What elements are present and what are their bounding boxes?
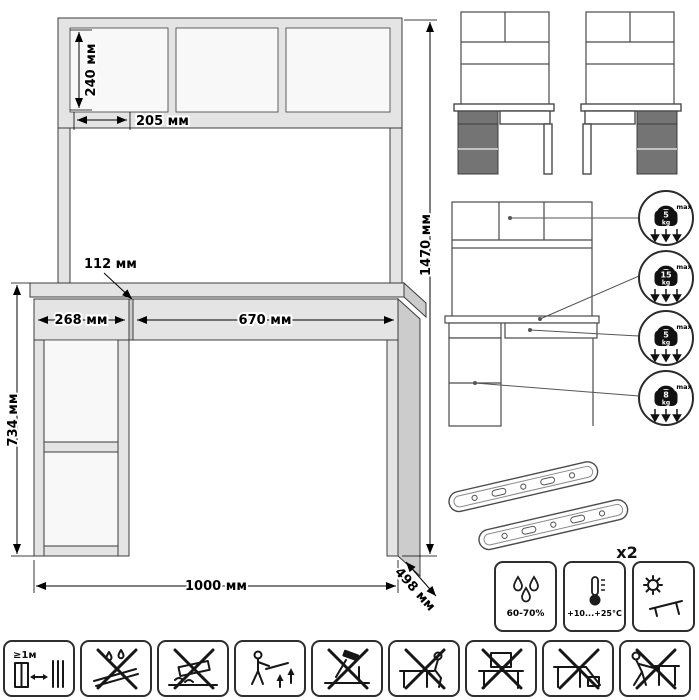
no-leaning-supports-icon bbox=[553, 648, 601, 689]
desk-depth-faces bbox=[397, 281, 427, 578]
variant-thumbnail-pedestal-right bbox=[580, 11, 682, 175]
svg-text:670 мм: 670 мм bbox=[239, 313, 292, 328]
down-arrows-icon bbox=[650, 289, 682, 303]
leader-lines bbox=[474, 217, 640, 397]
svg-text:max: max bbox=[676, 203, 692, 211]
right-leg-panel bbox=[386, 339, 399, 557]
no-pushing-loaded-icon bbox=[631, 648, 680, 689]
svg-text:15: 15 bbox=[660, 271, 672, 280]
dimension-overall-height: 1470 мм bbox=[402, 19, 437, 557]
svg-text:205 мм: 205 мм bbox=[136, 114, 189, 129]
load-limit-badge-shelf: 5 kg max bbox=[638, 190, 694, 246]
svg-text:kg: kg bbox=[662, 340, 670, 347]
keep-1m-from-heat-icon: ≥1м bbox=[13, 650, 64, 688]
no-dragging-icon bbox=[168, 648, 218, 689]
drawer-slides-illustration: x2 bbox=[448, 461, 638, 562]
temperature-condition-box: +10...+25°С bbox=[563, 561, 626, 632]
care-pictogram-no-hammering bbox=[311, 640, 383, 697]
care-pictogram-strip: ≥1м bbox=[3, 640, 691, 697]
care-pictogram-no-dragging bbox=[157, 640, 229, 697]
desktop-board bbox=[29, 282, 405, 298]
svg-text:8: 8 bbox=[663, 391, 669, 400]
slides-quantity-label: x2 bbox=[616, 543, 637, 562]
lift-carefully-icon bbox=[251, 650, 295, 688]
load-limit-badge-desktop: 15 kg max bbox=[638, 250, 694, 306]
temperature-label: +10...+25°С bbox=[567, 609, 622, 618]
left-pedestal bbox=[33, 339, 130, 557]
care-pictogram-no-heavy-loads bbox=[465, 640, 537, 697]
dimension-shelf-height: 240 мм bbox=[70, 29, 101, 111]
dimension-overall-width: 1000 мм bbox=[33, 560, 399, 596]
water-drops-icon bbox=[512, 574, 539, 602]
svg-text:1470 мм: 1470 мм bbox=[419, 214, 434, 276]
drawer-slide-rail bbox=[478, 499, 629, 551]
care-pictogram-no-sitting bbox=[388, 640, 460, 697]
down-arrows-icon bbox=[650, 409, 682, 423]
sunlight-condition-box bbox=[632, 561, 695, 632]
svg-text:≥1м: ≥1м bbox=[13, 650, 37, 661]
load-limit-badge-drawer: 5 kg max bbox=[638, 310, 694, 366]
care-pictogram-no-moisture bbox=[80, 640, 152, 697]
svg-text:5: 5 bbox=[663, 331, 669, 340]
svg-text:max: max bbox=[676, 263, 692, 271]
no-moisture-icon bbox=[93, 648, 139, 689]
svg-text:kg: kg bbox=[662, 280, 670, 287]
drawer-slide-rail bbox=[448, 461, 599, 513]
humidity-label: 60-70% bbox=[506, 608, 545, 619]
dimension-right-drawer-width: 670 мм bbox=[137, 311, 394, 330]
svg-text:max: max bbox=[676, 323, 692, 331]
dimension-shelf-depth: 205 мм bbox=[73, 112, 191, 131]
down-arrows-icon bbox=[650, 229, 682, 243]
dimension-drawer-height: 112 мм bbox=[82, 255, 139, 300]
svg-text:kg: kg bbox=[662, 220, 670, 227]
thermometer-icon bbox=[589, 576, 605, 606]
care-pictogram-lift-carefully bbox=[234, 640, 306, 697]
svg-text:268 мм: 268 мм bbox=[55, 313, 108, 328]
svg-text:240 мм: 240 мм bbox=[84, 44, 99, 97]
svg-text:734 мм: 734 мм bbox=[6, 394, 21, 447]
svg-text:kg: kg bbox=[662, 400, 670, 407]
care-pictogram-no-leaning bbox=[542, 640, 614, 697]
schematic-desk bbox=[444, 201, 600, 427]
care-pictogram-keep-distance: ≥1м bbox=[3, 640, 75, 697]
sun-and-table-icon bbox=[642, 574, 683, 617]
variant-thumbnail-pedestal-left bbox=[453, 11, 555, 175]
no-hammering-icon bbox=[324, 648, 370, 689]
dimension-worktop-height: 734 мм bbox=[4, 282, 34, 557]
svg-text:112 мм: 112 мм bbox=[84, 257, 137, 272]
svg-text:5: 5 bbox=[663, 211, 669, 220]
humidity-condition-box: 60-70% bbox=[494, 561, 557, 632]
svg-text:1000 мм: 1000 мм bbox=[185, 579, 247, 594]
svg-text:max: max bbox=[676, 383, 692, 391]
down-arrows-icon bbox=[650, 349, 682, 363]
desk-dimension-drawing: 240 мм 205 мм 1470 мм 112 мм 268 мм bbox=[4, 17, 440, 616]
storage-conditions: 60-70% +10...+25°С bbox=[494, 561, 695, 632]
no-sitting-icon bbox=[399, 648, 446, 689]
load-capacity-diagram: 5 kg max 15 kg max bbox=[444, 190, 694, 427]
care-pictogram-no-pushing bbox=[619, 640, 691, 697]
leader-dots bbox=[473, 216, 542, 385]
no-heavy-loads-icon bbox=[478, 648, 524, 689]
dimension-left-drawer-width: 268 мм bbox=[38, 311, 125, 330]
load-limit-badge-pedestal: 8 kg max bbox=[638, 370, 694, 426]
hutch bbox=[57, 17, 403, 129]
